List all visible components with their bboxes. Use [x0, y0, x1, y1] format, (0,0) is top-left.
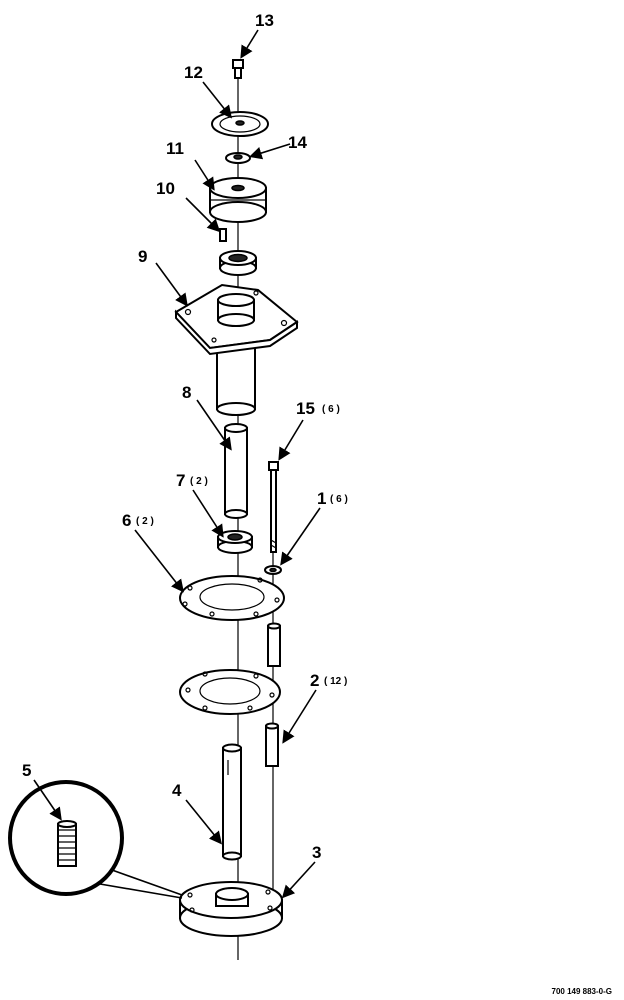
callout-8: 8: [182, 383, 191, 402]
drawing-reference-number: 700 149 883-0-G: [552, 987, 613, 996]
callout-14: 14: [288, 133, 307, 152]
svg-text:( 12 ): ( 12 ): [324, 676, 347, 687]
part-2-spacer-upper: [267, 622, 281, 667]
callout-7: 7 ( 2 ): [176, 471, 208, 490]
bearing: [219, 250, 257, 276]
part-5-detail-circle: [8, 780, 183, 899]
part-13-bolt: [232, 59, 244, 79]
callout-6: 6 ( 2 ): [122, 511, 154, 530]
svg-text:( 2 ): ( 2 ): [190, 476, 208, 487]
part-14-washer: [225, 152, 251, 164]
part-15-bolt: [268, 461, 279, 553]
svg-text:12: 12: [184, 63, 203, 82]
svg-text:5: 5: [22, 761, 31, 780]
svg-text:( 6 ): ( 6 ): [322, 404, 340, 415]
svg-text:9: 9: [138, 247, 147, 266]
part-7-spacer: [217, 530, 253, 554]
part-3-base: [179, 881, 283, 937]
callout-9: 9: [138, 247, 147, 266]
svg-text:10: 10: [156, 179, 175, 198]
svg-text:15: 15: [296, 399, 315, 418]
callout-3: 3: [312, 843, 321, 862]
svg-text:2: 2: [310, 671, 319, 690]
callout-2: 2 ( 12 ): [310, 671, 347, 690]
callout-1: 1 ( 6 ): [317, 489, 348, 508]
svg-text:( 6 ): ( 6 ): [330, 494, 348, 505]
callout-5: 5: [22, 761, 31, 780]
svg-text:8: 8: [182, 383, 191, 402]
svg-text:13: 13: [255, 11, 274, 30]
svg-text:4: 4: [172, 781, 182, 800]
svg-text:1: 1: [317, 489, 326, 508]
callout-4: 4: [172, 781, 182, 800]
part-2-spacer-lower: [265, 722, 279, 767]
part-12-star-washer: [211, 111, 269, 137]
callout-13: 13: [255, 11, 274, 30]
part-6-gasket-lower: [179, 669, 281, 715]
svg-text:11: 11: [166, 139, 184, 158]
svg-text:6: 6: [122, 511, 131, 530]
part-5-stack: [57, 820, 77, 867]
callout-11: 11: [166, 139, 184, 158]
callout-12: 12: [184, 63, 203, 82]
svg-text:( 2 ): ( 2 ): [136, 516, 154, 527]
part-11-pulley: [209, 177, 267, 223]
part-6-gasket-upper: [179, 575, 285, 621]
svg-text:7: 7: [176, 471, 185, 490]
part-1-washer: [264, 565, 282, 575]
callout-10: 10: [156, 179, 175, 198]
part-9-housing: [174, 283, 299, 416]
part-8-shaft: [224, 423, 248, 519]
svg-text:14: 14: [288, 133, 307, 152]
part-4-shaft: [222, 743, 242, 861]
leader-lines: [33, 29, 321, 899]
svg-text:3: 3: [312, 843, 321, 862]
callout-15: 15 ( 6 ): [296, 399, 340, 418]
part-10-key: [219, 228, 227, 242]
